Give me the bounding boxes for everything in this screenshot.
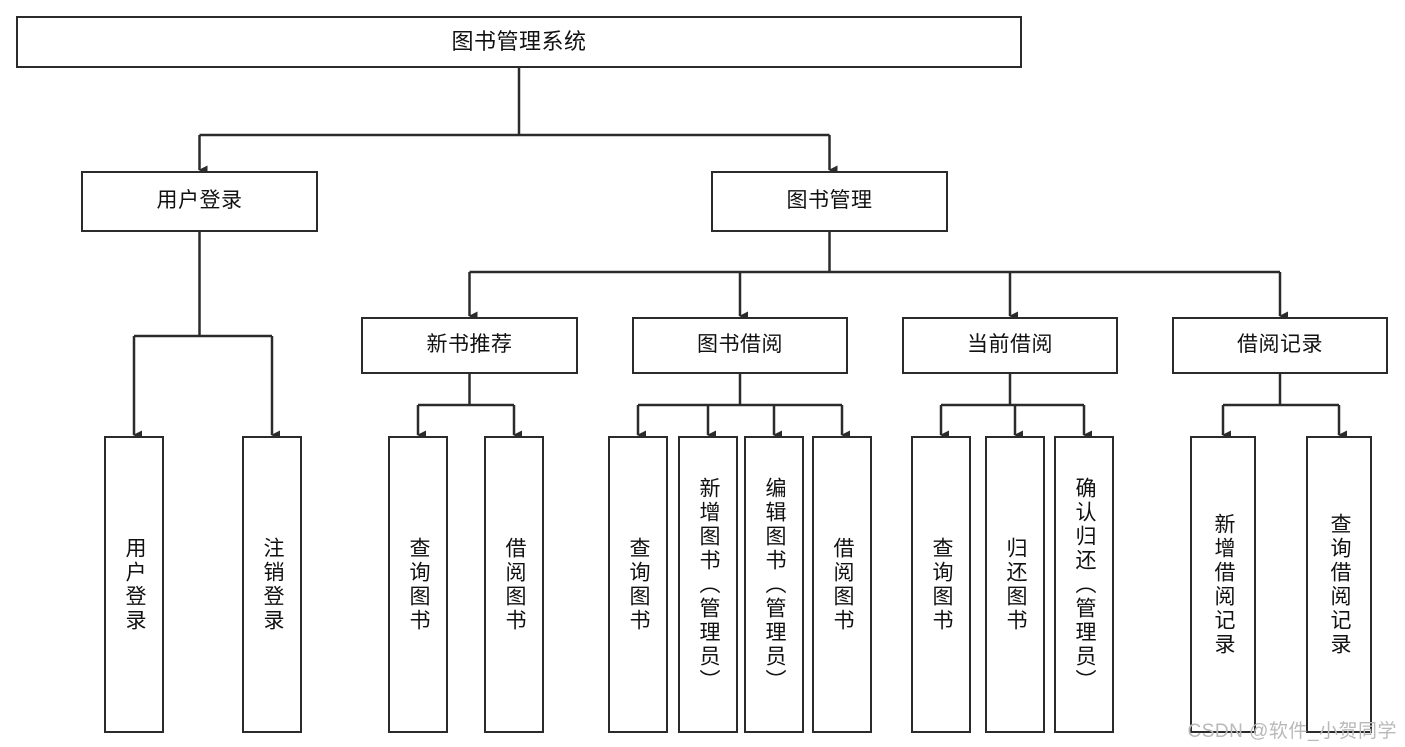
node-label: 查询图书 — [407, 536, 431, 633]
node-leaf-confirm-return[interactable]: 确认归还（管理员） — [1054, 436, 1114, 733]
node-borrow-record[interactable]: 借阅记录 — [1172, 317, 1388, 374]
node-label: 查询借阅记录 — [1328, 512, 1352, 657]
node-label: 确认归还（管理员） — [1073, 476, 1097, 693]
node-leaf-edit-book[interactable]: 编辑图书（管理员） — [744, 436, 804, 733]
node-root[interactable]: 图书管理系统 — [16, 16, 1022, 68]
node-leaf-return-book[interactable]: 归还图书 — [985, 436, 1045, 733]
node-label: 注销登录 — [261, 536, 285, 633]
node-book-manage[interactable]: 图书管理 — [711, 171, 948, 232]
node-leaf-query-book-2[interactable]: 查询图书 — [608, 436, 668, 733]
watermark-text: CSDN @软件_小贺同学 — [1187, 721, 1397, 742]
node-label: 归还图书 — [1004, 536, 1028, 633]
node-label: 图书管理系统 — [451, 29, 587, 55]
node-label: 图书管理 — [786, 189, 873, 213]
node-label: 借阅图书 — [831, 536, 855, 633]
node-label: 新增图书（管理员） — [697, 476, 721, 693]
node-label: 查询图书 — [930, 536, 954, 633]
node-book-borrow[interactable]: 图书借阅 — [632, 317, 848, 374]
node-login[interactable]: 用户登录 — [81, 171, 318, 232]
node-leaf-add-book[interactable]: 新增图书（管理员） — [678, 436, 738, 733]
node-label: 借阅记录 — [1237, 333, 1323, 357]
node-label: 借阅图书 — [503, 536, 527, 633]
node-label: 用户登录 — [123, 536, 147, 633]
node-label: 编辑图书（管理员） — [763, 476, 787, 693]
node-label: 新书推荐 — [426, 333, 513, 357]
node-label: 用户登录 — [156, 189, 243, 213]
node-leaf-query-book-1[interactable]: 查询图书 — [388, 436, 448, 733]
node-new-book-recommend[interactable]: 新书推荐 — [361, 317, 578, 374]
node-leaf-logout[interactable]: 注销登录 — [242, 436, 302, 733]
node-current-borrow[interactable]: 当前借阅 — [902, 317, 1118, 374]
node-label: 图书借阅 — [697, 333, 783, 357]
node-label: 新增借阅记录 — [1212, 512, 1236, 657]
node-label: 查询图书 — [627, 536, 651, 633]
node-leaf-query-borrow-record[interactable]: 查询借阅记录 — [1306, 436, 1372, 733]
node-label: 当前借阅 — [967, 333, 1053, 357]
node-leaf-add-borrow-record[interactable]: 新增借阅记录 — [1190, 436, 1256, 733]
node-leaf-borrow-book-2[interactable]: 借阅图书 — [812, 436, 872, 733]
node-leaf-user-login[interactable]: 用户登录 — [104, 436, 164, 733]
node-leaf-borrow-book-1[interactable]: 借阅图书 — [484, 436, 544, 733]
node-leaf-query-book-3[interactable]: 查询图书 — [911, 436, 971, 733]
